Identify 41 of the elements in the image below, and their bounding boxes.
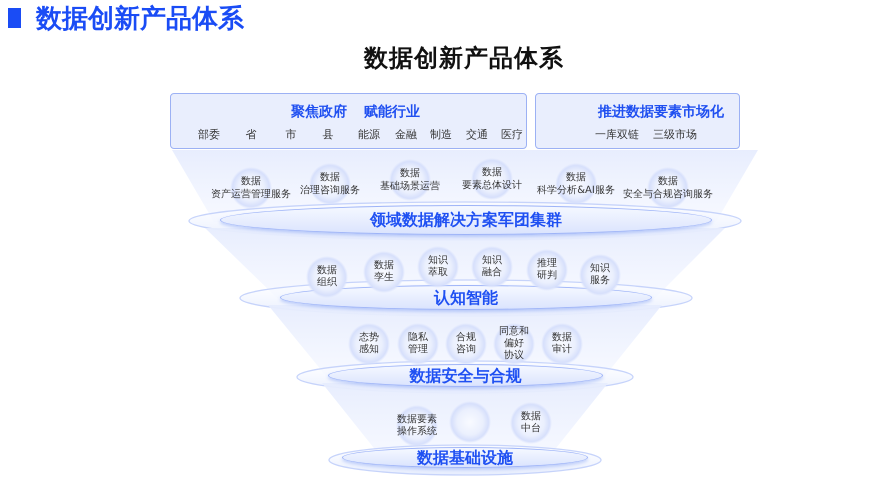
circle-label: 推理研判	[537, 258, 557, 282]
tier-label: 认知智能	[434, 288, 498, 306]
circle-label: 知识萃取	[428, 255, 448, 279]
category-label: 省	[246, 128, 256, 142]
circle-label: 隐私管理	[408, 332, 428, 356]
category-label: 医疗	[501, 128, 523, 142]
circle-label: 数据治理咨询服务	[300, 171, 360, 197]
category-label: 能源	[358, 128, 380, 142]
category-label: 部委	[198, 128, 220, 142]
category-label: 县	[322, 128, 334, 142]
category-label: 一库双链	[595, 128, 639, 142]
circle-label: 数据科学分析&AI服务	[537, 171, 615, 197]
circle-label: 数据要素操作系统	[397, 414, 437, 438]
circle-label: 数据资产运营管理服务	[211, 175, 291, 201]
panel-heading: 赋能行业	[364, 103, 420, 121]
circle-label: 数据中台	[521, 411, 541, 435]
info-panel	[535, 93, 740, 149]
category-label: 市	[286, 128, 296, 142]
circle-label: 数据要素总体设计	[462, 166, 522, 192]
category-label: 金融	[395, 128, 417, 142]
circle-label: 知识服务	[590, 263, 610, 287]
category-label: 交通	[466, 128, 488, 142]
tier-label: 领域数据解决方案军团集群	[370, 211, 562, 229]
panel-heading: 聚焦政府	[291, 103, 347, 121]
page-heading: 数据创新产品体系	[36, 3, 244, 36]
category-label: 制造	[430, 128, 452, 142]
circle-label: 数据组织	[317, 265, 337, 289]
info-panel	[170, 93, 527, 149]
circle-label: 合规咨询	[456, 332, 476, 356]
circle-label: 数据安全与合规咨询服务	[623, 175, 713, 201]
circle-label: 态势感知	[359, 332, 379, 356]
circle-label: 数据基础场景运营	[380, 167, 440, 193]
panel-heading: 推进数据要素市场化	[598, 103, 724, 121]
category-label: 三级市场	[653, 128, 697, 142]
circle-label: 数据孪生	[374, 260, 394, 284]
diagram-title: 数据创新产品体系	[364, 43, 564, 73]
circle-label: 数据审计	[552, 332, 572, 356]
circle-label: 知识融合	[482, 255, 502, 279]
circle-label: 同意和偏好协议	[499, 326, 529, 362]
tier-label: 数据安全与合规	[410, 366, 522, 384]
tier-label: 数据基础设施	[417, 448, 513, 466]
